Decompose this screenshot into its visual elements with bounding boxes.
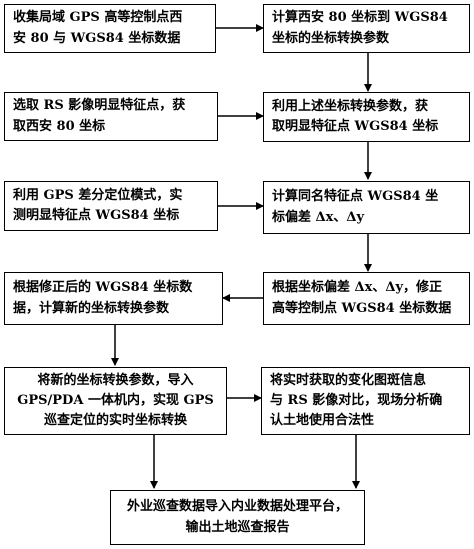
box-get-feature-wgs84-text: 利用上述坐标转换参数，获 取明显特征点 WGS84 坐标 [272, 98, 439, 134]
box-new-transform-params: 根据修正后的 WGS84 坐标数 据，计算新的坐标转换参数 [4, 272, 223, 325]
box-select-rs-feature-points: 选取 RS 影像明显特征点，获 取西安 80 坐标 [4, 92, 218, 141]
box-output-report-text: 外业巡查数据导入内业数据处理平台， 输出土地巡查报告 [126, 499, 348, 535]
box-collect-control-points: 收集局域 GPS 高等控制点西 安 80 与 WGS84 坐标数据 [4, 4, 216, 53]
box-compute-transform-params: 计算西安 80 坐标到 WGS84 坐标的坐标转换参数 [263, 4, 470, 53]
box-compute-offset: 计算同名特征点 WGS84 坐 标偏差 Δx、Δy [263, 181, 470, 234]
box-new-transform-params-text: 根据修正后的 WGS84 坐标数 据，计算新的坐标转换参数 [13, 280, 193, 316]
box-compute-offset-text: 计算同名特征点 WGS84 坐 标偏差 Δx、Δy [272, 189, 439, 225]
box-correct-control-points-text: 根据坐标偏差 Δx、Δy，修正 高等控制点 WGS84 坐标数据 [272, 280, 452, 316]
box-compute-transform-params-text: 计算西安 80 坐标到 WGS84 坐标的坐标转换参数 [272, 10, 448, 46]
box-import-to-gps-pda-text: 将新的坐标转换参数，导入 GPS/PDA 一体机内，实现 GPS 巡查定位的实时… [17, 372, 214, 429]
box-field-comparison: 将实时获取的变化图斑信息 与 RS 影像对比，现场分析确 认土地使用合法性 [261, 367, 470, 435]
box-output-report: 外业巡查数据导入内业数据处理平台， 输出土地巡查报告 [110, 490, 365, 545]
box-field-comparison-text: 将实时获取的变化图斑信息 与 RS 影像对比，现场分析确 认土地使用合法性 [270, 372, 443, 429]
box-gps-differential-survey: 利用 GPS 差分定位模式，实 测明显特征点 WGS84 坐标 [4, 181, 218, 231]
box-get-feature-wgs84: 利用上述坐标转换参数，获 取明显特征点 WGS84 坐标 [263, 92, 470, 142]
box-import-to-gps-pda: 将新的坐标转换参数，导入 GPS/PDA 一体机内，实现 GPS 巡查定位的实时… [4, 367, 227, 435]
box-gps-differential-survey-text: 利用 GPS 差分定位模式，实 测明显特征点 WGS84 坐标 [13, 187, 183, 223]
box-collect-control-points-text: 收集局域 GPS 高等控制点西 安 80 与 WGS84 坐标数据 [13, 10, 183, 46]
box-select-rs-feature-points-text: 选取 RS 影像明显特征点，获 取西安 80 坐标 [13, 98, 186, 134]
box-correct-control-points: 根据坐标偏差 Δx、Δy，修正 高等控制点 WGS84 坐标数据 [263, 272, 470, 325]
